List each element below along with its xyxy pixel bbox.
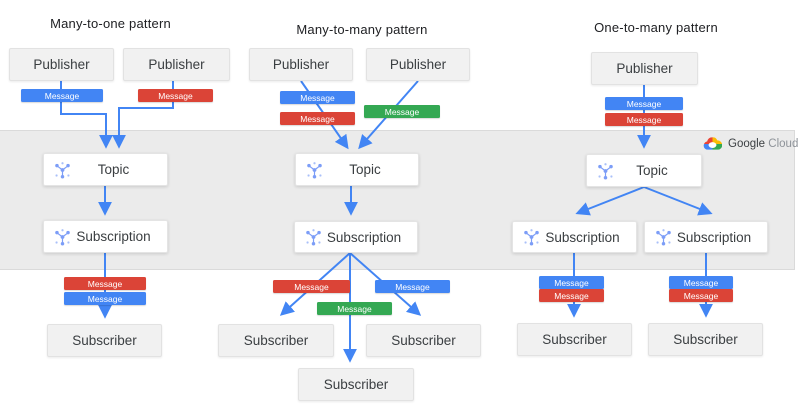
message-chip: Message <box>138 89 213 102</box>
logo-cloud-word: Cloud <box>768 138 799 150</box>
message-chip: Message <box>605 97 683 110</box>
pubsub-subscription-icon <box>524 229 539 246</box>
topic-box: Topic <box>295 153 419 186</box>
pattern-title-many-to-one: Many-to-one pattern <box>50 16 171 31</box>
subscriber-box: Subscriber <box>47 324 162 357</box>
subscription-label: Subscription <box>545 229 620 245</box>
message-chip: Message <box>364 105 440 118</box>
message-chip: Message <box>539 289 604 302</box>
pattern-title-many-to-many: Many-to-many pattern <box>296 22 428 37</box>
message-chip: Message <box>539 276 604 289</box>
subscription-box: Subscription <box>294 221 418 253</box>
publisher-box: Publisher <box>366 48 470 81</box>
pubsub-topic-icon <box>307 161 322 178</box>
subscriber-box: Subscriber <box>517 323 632 356</box>
message-chip: Message <box>375 280 450 293</box>
message-chip: Message <box>605 113 683 126</box>
subscription-label: Subscription <box>326 229 402 245</box>
logo-google-word: Google <box>728 138 766 150</box>
message-chip: Message <box>280 112 355 125</box>
publisher-box: Publisher <box>249 48 353 81</box>
message-chip: Message <box>669 289 733 302</box>
subscription-box: Subscription <box>512 221 637 253</box>
pubsub-topic-icon <box>55 161 70 178</box>
pubsub-subscription-icon <box>306 229 321 246</box>
subscription-box: Subscription <box>43 220 168 253</box>
message-chip: Message <box>64 292 146 305</box>
pattern-title-one-to-many: One-to-many pattern <box>594 20 718 35</box>
topic-label: Topic <box>636 163 668 178</box>
google-cloud-logo-icon <box>703 137 722 150</box>
topic-label: Topic <box>97 162 130 177</box>
subscription-label: Subscription <box>676 229 752 245</box>
message-chip: Message <box>64 277 146 290</box>
pubsub-topic-icon <box>598 162 613 179</box>
pubsub-subscription-icon <box>656 229 671 246</box>
subscription-box: Subscription <box>644 221 768 253</box>
pubsub-subscription-icon <box>55 228 70 245</box>
message-chip: Message <box>317 302 392 315</box>
publisher-box: Publisher <box>123 48 230 81</box>
topic-label: Topic <box>349 162 381 177</box>
subscriber-box: Subscriber <box>366 324 481 357</box>
google-cloud-logo: Google Cloud <box>703 137 798 151</box>
topic-box: Topic <box>43 153 168 186</box>
topic-box: Topic <box>586 154 702 187</box>
subscriber-box: Subscriber <box>648 323 763 356</box>
publisher-box: Publisher <box>591 52 698 85</box>
message-chip: Message <box>280 91 355 104</box>
google-cloud-logo-text: Google Cloud <box>728 138 798 150</box>
message-chip: Message <box>273 280 350 293</box>
subscription-label: Subscription <box>76 229 151 244</box>
subscriber-box: Subscriber <box>218 324 334 357</box>
publisher-box: Publisher <box>9 48 114 81</box>
subscriber-box: Subscriber <box>298 368 414 401</box>
message-chip: Message <box>669 276 733 289</box>
message-chip: Message <box>21 89 103 102</box>
